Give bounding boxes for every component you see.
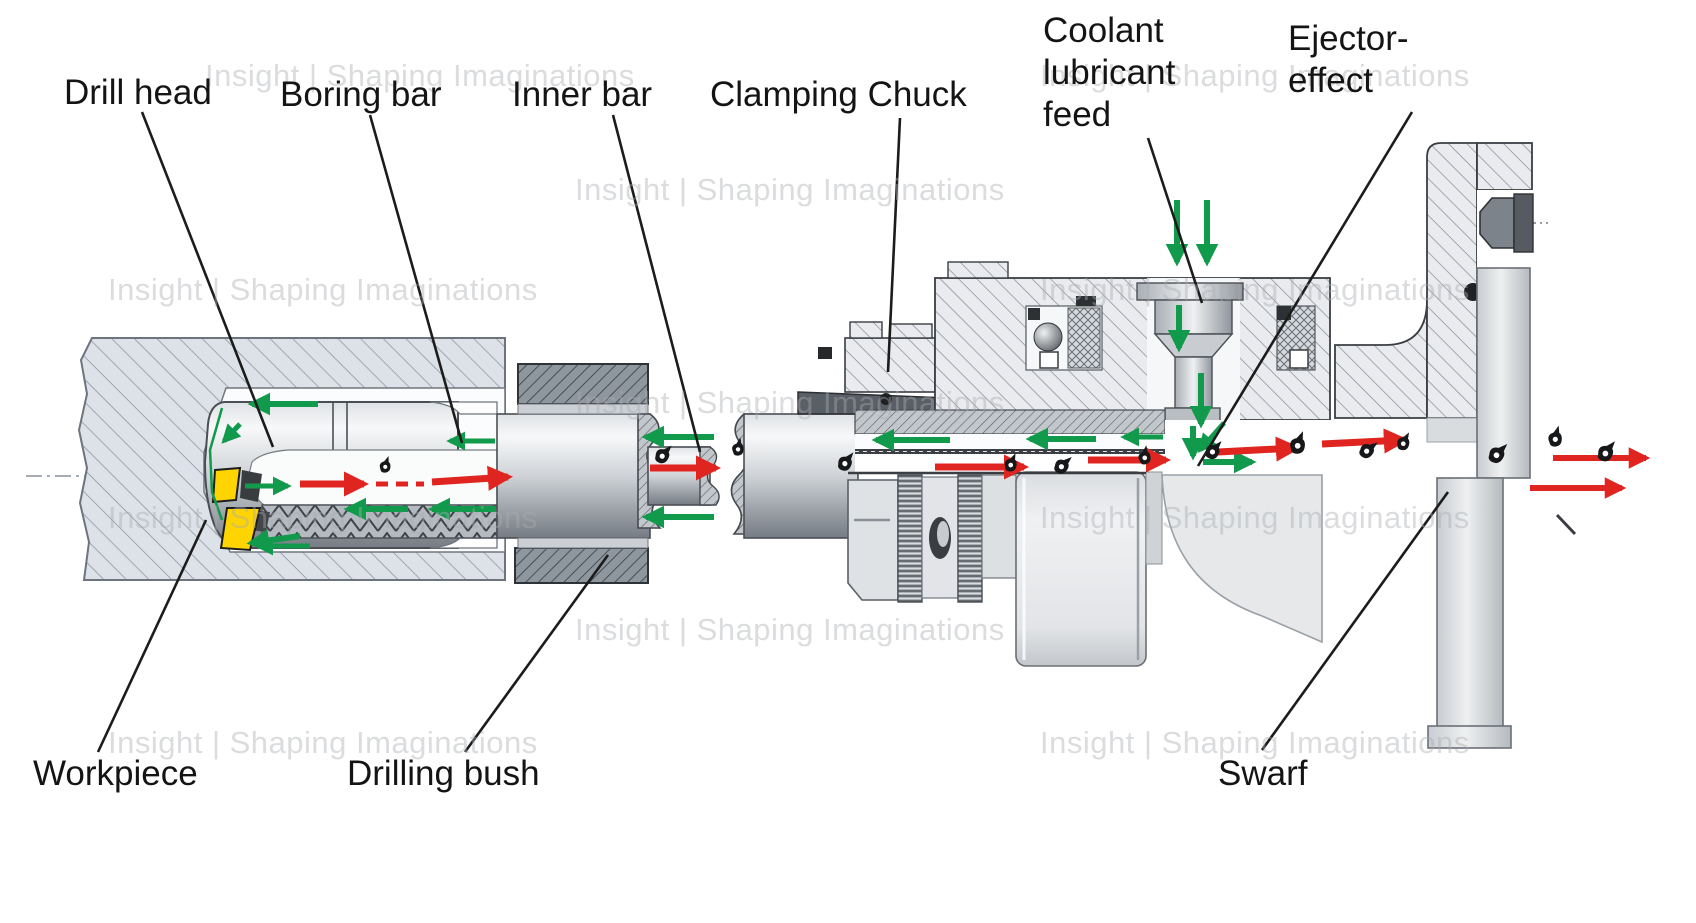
leader-workpiece: [96, 519, 208, 753]
chuck-housing: [934, 277, 1331, 421]
swarf-chips: [377, 425, 1615, 536]
boring-bar: [496, 413, 651, 539]
chuck-cylinder: [1015, 471, 1147, 667]
spindle-hub: [1161, 474, 1323, 644]
flange-bolt: [1479, 193, 1534, 253]
leader-swarf: [1260, 491, 1450, 751]
knurled-ring: [957, 474, 983, 603]
leader-boring-bar: [368, 114, 464, 444]
coolant-film-line: [208, 407, 224, 521]
drill-head: [203, 401, 498, 552]
leader-drill-head: [140, 111, 275, 448]
flange-plate: [1334, 142, 1534, 749]
swarf-flow-arrows: [300, 428, 1651, 499]
shaft-seal: [1276, 305, 1316, 371]
faceplate-lower: [1436, 477, 1504, 729]
faceplate-upper: [1476, 267, 1531, 479]
knurled-ring: [897, 474, 923, 603]
inner-bar: [743, 413, 859, 539]
coolant-flow-arrows: [221, 200, 1257, 556]
ball-bearing: [1025, 296, 1103, 371]
leader-lines: [96, 111, 1450, 753]
boring-bar-wall-section: [854, 409, 1166, 435]
leader-clamping-chuck: [886, 117, 902, 373]
leader-coolant-feed: [1146, 137, 1204, 304]
cutting-insert-inner: [211, 466, 242, 504]
leader-ejector-effect: [1196, 111, 1414, 467]
leader-inner-bar: [611, 114, 702, 453]
leader-drilling-bush: [463, 554, 610, 753]
chuck-body: [847, 471, 1323, 667]
drilling-bush: [514, 363, 649, 584]
clamping-chuck: [797, 261, 1480, 667]
